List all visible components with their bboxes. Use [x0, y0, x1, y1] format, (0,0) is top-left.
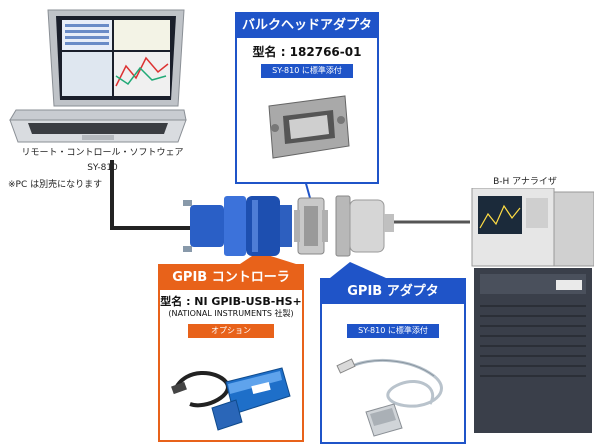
analyzer-label: B-H アナライザ — [493, 177, 557, 187]
gpib-adapter-callout: GPIB アダプタ SY-810 に標準添付 — [320, 278, 466, 444]
bulkhead-model: 型名 : 182766-01 — [252, 45, 362, 59]
gpib-adapter-cable-image — [336, 358, 443, 437]
adapter-pointer — [330, 262, 386, 278]
gpib-controller-connector — [183, 196, 292, 256]
adapter-standard-badge: SY-810 に標準添付 — [347, 324, 439, 338]
controller-model: 型名 : NI GPIB-USB-HS+ — [160, 295, 302, 308]
controller-maker: (NATIONAL INSTRUMENTS 社製) — [168, 309, 294, 318]
bulkhead-adapter-image — [268, 95, 350, 159]
gpib-adapter-connector — [335, 195, 394, 257]
laptop-cable — [110, 160, 190, 230]
pc-sold-separately-note: ※PC は別売になります — [8, 180, 103, 190]
laptop-label: リモート・コントロール・ソフトウェア SY-810 — [0, 146, 205, 176]
laptop-image — [9, 9, 187, 143]
adapter-title: GPIB アダプタ — [322, 280, 464, 304]
bulkhead-title: バルクヘッドアダプタ — [237, 14, 377, 38]
bulkhead-adapter-callout: バルクヘッドアダプタ 型名 : 182766-01 SY-810 に標準添付 — [235, 12, 379, 184]
bulkhead-standard-badge: SY-810 に標準添付 — [261, 64, 353, 78]
software-name: リモート・コントロール・ソフトウェア — [21, 148, 184, 158]
bulkhead-connector — [294, 197, 328, 255]
controller-option-badge: オプション — [188, 324, 274, 338]
gpib-controller-callout: GPIB コントローラ 型名 : NI GPIB-USB-HS+ (NATION… — [158, 264, 304, 442]
controller-title: GPIB コントローラ — [160, 266, 302, 290]
bh-analyzer-image — [471, 188, 594, 433]
gpib-usb-controller-image — [171, 367, 291, 431]
software-model: SY-810 — [87, 163, 118, 173]
